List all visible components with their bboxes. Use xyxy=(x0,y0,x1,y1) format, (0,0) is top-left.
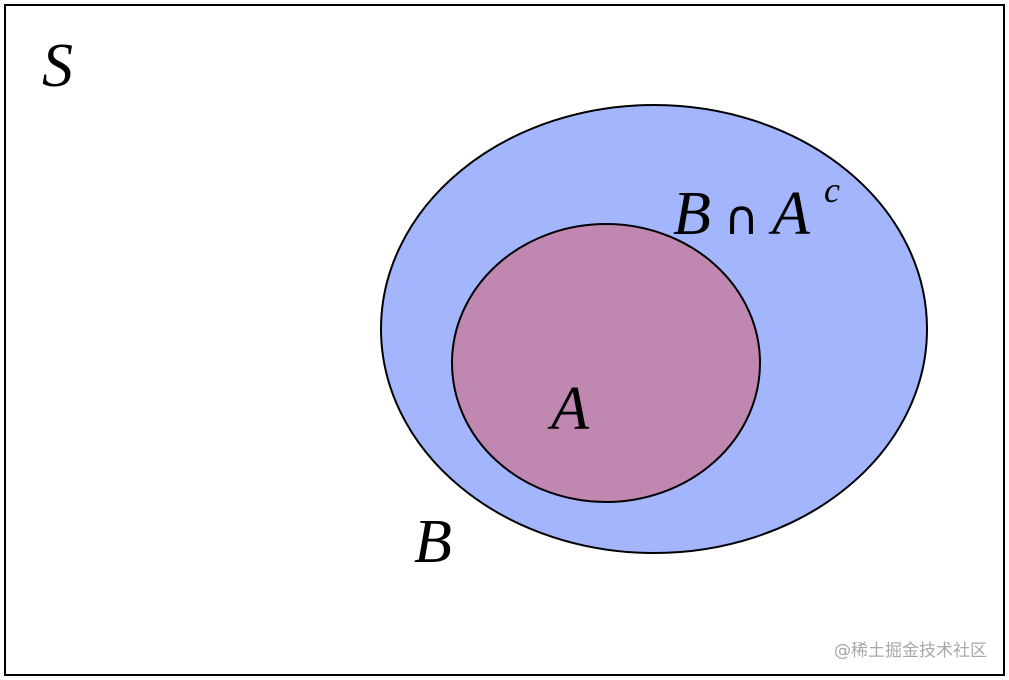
watermark-text: @稀土掘金技术社区 xyxy=(834,641,987,661)
difference-label-left: B xyxy=(673,180,711,248)
difference-label-right: A xyxy=(768,180,811,248)
set-a-label: A xyxy=(547,375,590,443)
universe-label: S xyxy=(42,32,73,100)
set-a-ellipse xyxy=(451,223,761,503)
set-b-label: B xyxy=(414,508,452,576)
difference-label: B ∩ A c xyxy=(673,170,840,248)
complement-superscript: c xyxy=(824,170,840,210)
intersection-operator: ∩ xyxy=(724,190,759,246)
